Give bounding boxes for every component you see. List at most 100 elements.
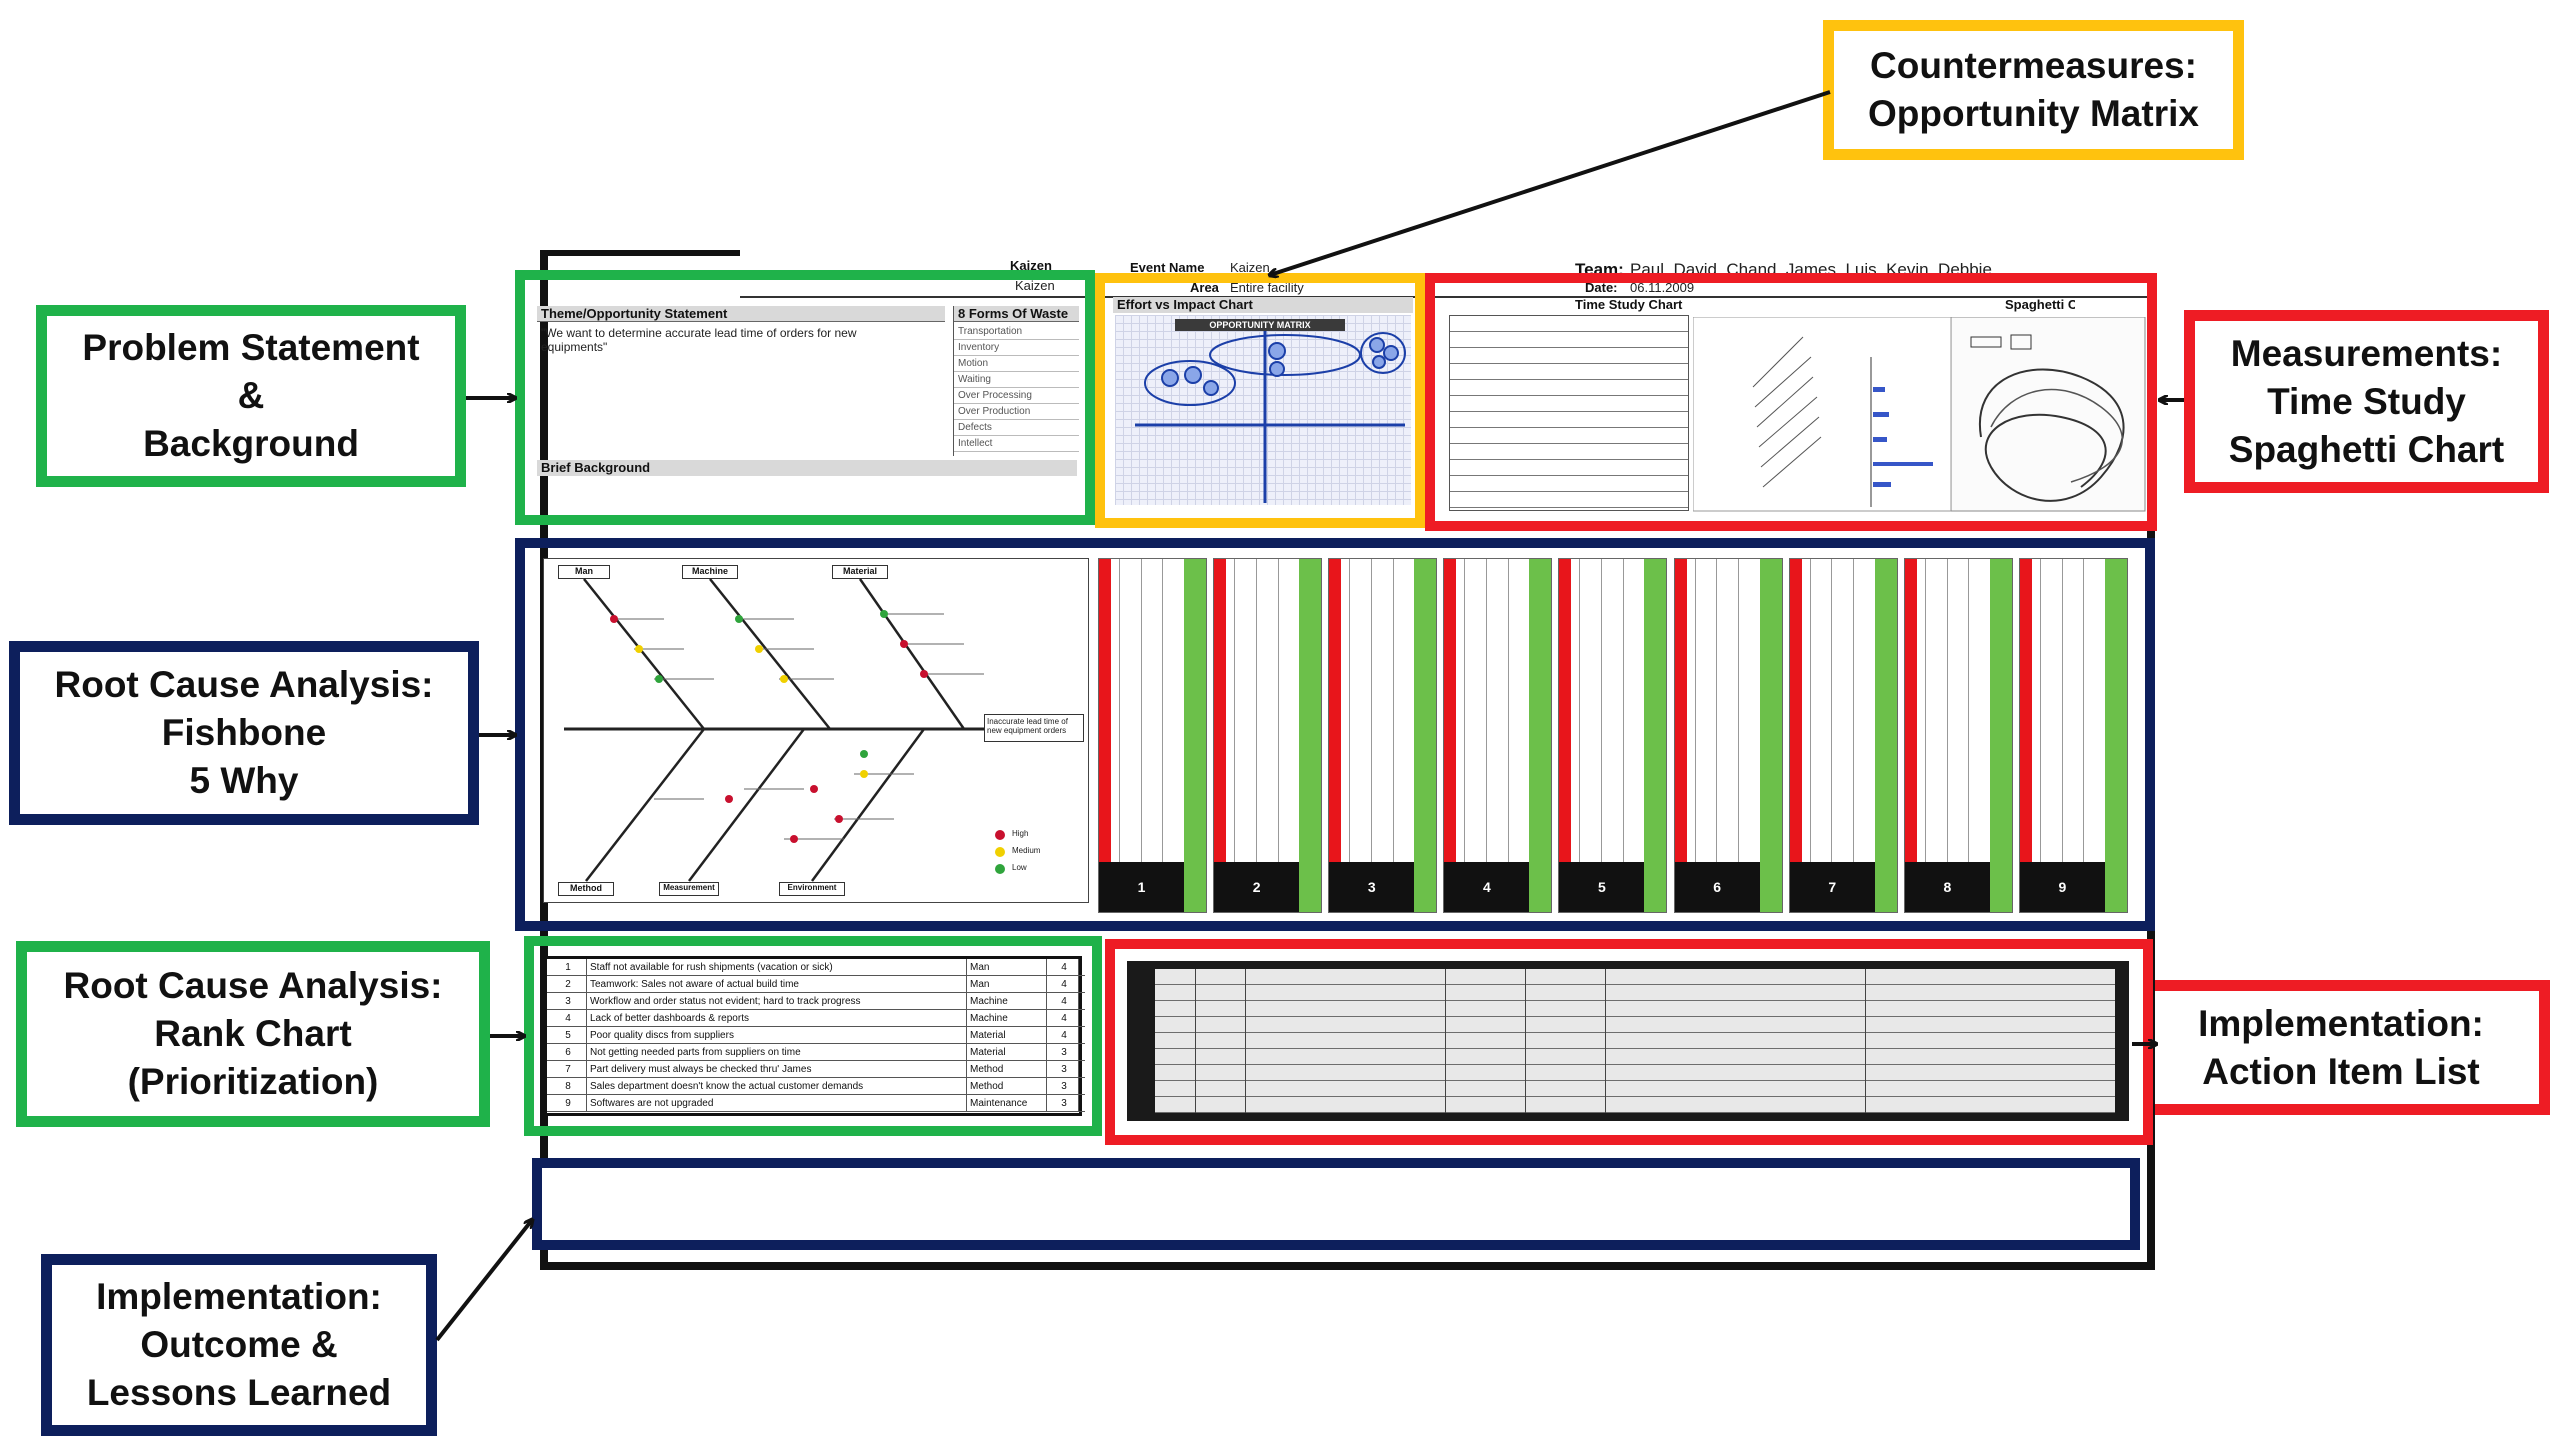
callout-line: (Prioritization): [127, 1061, 379, 1102]
rank-cell-rank: 1: [547, 959, 587, 976]
fishbone-cat-measurement: Measurement: [659, 882, 719, 896]
rank-cell-score: 4: [1047, 959, 1079, 976]
why-cause-bar: [1214, 559, 1227, 912]
theme-text: "We want to determine accurate lead time…: [541, 326, 857, 354]
why-divider: [1716, 559, 1718, 912]
event-name-label: Event Name: [1130, 260, 1205, 275]
why-column: 4: [1443, 558, 1553, 913]
callout-line: Measurements:: [2230, 332, 2503, 374]
fishbone-cat-environment: Environment: [779, 882, 845, 896]
rank-cell-score: 4: [1047, 1027, 1079, 1044]
kaizen-label: Kaizen: [1010, 258, 1052, 273]
fishbone-cat-machine: Machine: [682, 565, 738, 579]
why-cause-bar: [1559, 559, 1572, 912]
root-cause-frame: [515, 538, 2155, 931]
why-countermeasure-bar: [1989, 559, 2012, 912]
why-divider: [2039, 559, 2041, 912]
why-divider: [1809, 559, 1811, 912]
rank-cell-cause: Part delivery must always be checked thr…: [587, 1061, 967, 1078]
why-divider: [1464, 559, 1466, 912]
rank-cell-rank: 3: [547, 993, 587, 1010]
why-divider: [2061, 559, 2063, 912]
countermeasures-callout: Countermeasures:Opportunity Matrix: [1823, 20, 2244, 160]
why-column: 8: [1903, 558, 2013, 913]
outcome-callout: Implementation:Outcome &Lessons Learned: [41, 1254, 437, 1436]
why-divider: [1486, 559, 1487, 912]
waste-item: Intellect: [954, 436, 1079, 452]
rank-cell-category: Machine: [967, 1010, 1047, 1027]
rank-cell-rank: 9: [547, 1095, 587, 1112]
callout-line: Time Study: [2267, 380, 2466, 422]
problem-statement-callout: Problem Statement&Background: [36, 305, 466, 487]
why-divider: [1694, 559, 1696, 912]
callout-line: Countermeasures:: [1870, 45, 2197, 86]
rank-cell-category: Method: [967, 1078, 1047, 1095]
waste-item: Over Production: [954, 404, 1079, 420]
why-divider: [1601, 559, 1603, 912]
why-number: 7: [1789, 862, 1875, 912]
why-countermeasure-bar: [1759, 559, 1782, 912]
why-countermeasure-bar: [1299, 559, 1322, 912]
why-divider: [1119, 559, 1120, 912]
why-countermeasure-bar: [1184, 559, 1207, 912]
fishbone-panel: Man Machine Material Method Measurement …: [543, 558, 1089, 903]
callout-line: Root Cause Analysis:: [54, 664, 434, 705]
why-divider: [1968, 559, 1970, 912]
why-divider: [1140, 559, 1142, 912]
why-divider: [1853, 559, 1855, 912]
why-number: 3: [1329, 862, 1415, 912]
rank-cell-rank: 4: [547, 1010, 587, 1027]
why-divider: [1579, 559, 1581, 912]
why-cause-bar: [1789, 559, 1802, 912]
rank-cell-category: Maintenance: [967, 1095, 1047, 1112]
brief-background-label: Brief Background: [537, 460, 1077, 476]
why-column: 3: [1328, 558, 1438, 913]
action-item-table: [1127, 961, 2129, 1121]
callout-line: &: [237, 375, 265, 416]
priority-medium: Medium: [1012, 846, 1041, 855]
rank-cell-category: Material: [967, 1044, 1047, 1061]
callout-line: Implementation:: [96, 1276, 382, 1317]
area-label: Area: [1190, 280, 1219, 295]
why-cause-bar: [1099, 559, 1111, 912]
why-number: 5: [1559, 862, 1645, 912]
why-divider: [1392, 559, 1394, 912]
rank-cell-cause: Workflow and order status not evident; h…: [587, 993, 967, 1010]
rank-cell-score: 4: [1047, 976, 1079, 993]
rank-cell-cause: Not getting needed parts from suppliers …: [587, 1044, 967, 1061]
callout-line: Implementation:: [2198, 1002, 2484, 1044]
why-divider: [2083, 559, 2085, 912]
rank-cell-cause: Softwares are not upgraded: [587, 1095, 967, 1112]
area-value: Entire facility: [1230, 280, 1304, 295]
callout-line: Rank Chart: [154, 1013, 352, 1054]
rank-cell-score: 4: [1047, 1010, 1079, 1027]
date-label: Date:: [1585, 280, 1618, 295]
waste-item: Transportation: [954, 324, 1079, 340]
measurements-frame: Time Study Chart Spaghetti Chart: [1425, 273, 2157, 531]
why-cause-bar: [1329, 559, 1342, 912]
rank-cell-score: 3: [1047, 1078, 1079, 1095]
rank-cell-score: 3: [1047, 1044, 1079, 1061]
action-item-frame: [1105, 939, 2153, 1145]
why-divider: [1738, 559, 1739, 912]
why-number: 9: [2019, 862, 2105, 912]
time-study-header: Time Study Chart: [1575, 297, 1683, 312]
fishbone-cat-method: Method: [558, 882, 614, 896]
why-number: 1: [1099, 862, 1185, 912]
why-countermeasure-bar: [2104, 559, 2127, 912]
rank-cell-category: Material: [967, 1027, 1047, 1044]
rank-cell-rank: 7: [547, 1061, 587, 1078]
callout-line: Outcome &: [140, 1324, 338, 1365]
